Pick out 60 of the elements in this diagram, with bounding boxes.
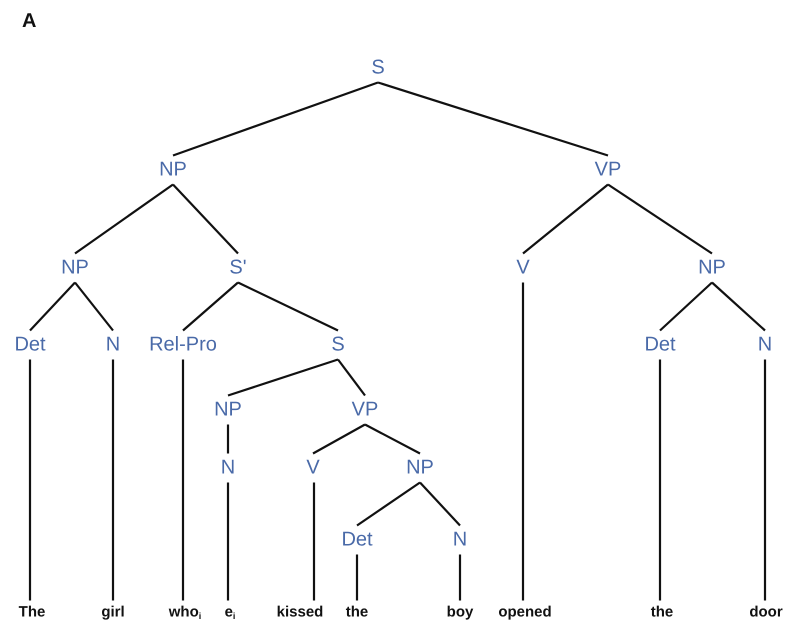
tree-branch [711, 282, 766, 332]
tree-branch [764, 360, 766, 600]
category-label: N [220, 456, 236, 480]
word: door [749, 603, 783, 621]
word: the [346, 603, 368, 621]
tree-branch [74, 184, 174, 254]
tree-branch [312, 482, 316, 600]
tree-branch [419, 482, 461, 526]
word: girl [101, 603, 125, 621]
category-label: V [306, 456, 320, 480]
category-label: Rel-Pro [149, 334, 217, 356]
category-label: Det [644, 334, 676, 356]
word: e$_{i}$ [224, 603, 236, 621]
category-label: NP [159, 158, 187, 182]
tree-branch [172, 81, 378, 157]
word: The [18, 603, 46, 621]
word: who$_{i}$ [168, 603, 202, 621]
word: the [650, 603, 674, 621]
tree-branch [172, 184, 239, 254]
tree-branch [659, 282, 713, 332]
category-label: NP [214, 398, 242, 422]
tree-branch [112, 360, 114, 600]
tree-branch [182, 360, 184, 600]
tree-branch [522, 184, 609, 254]
tree-branch [226, 424, 230, 454]
category-label: VP [594, 158, 622, 182]
category-label: Det [14, 334, 46, 356]
tree-branch [356, 554, 358, 600]
category-label: S [371, 56, 385, 80]
tree-branch [29, 282, 76, 332]
tree-branch [522, 282, 524, 600]
tree-branch [364, 424, 421, 454]
category-label: S' [229, 256, 247, 280]
word: boy [446, 603, 474, 621]
category-label: N [758, 334, 772, 356]
tree-branch [458, 554, 462, 600]
tree-branch [312, 424, 366, 454]
tree-branch [226, 482, 230, 600]
tree-branch [658, 360, 662, 600]
word: kissed [276, 603, 324, 621]
category-label: V [516, 256, 530, 280]
tree-branch [337, 358, 366, 396]
panel-letter: A [22, 10, 36, 33]
tree-branch [238, 282, 338, 332]
tree-branch [378, 81, 608, 157]
category-label: N [452, 528, 468, 552]
tree-branch [28, 360, 32, 600]
tree-branch [228, 358, 338, 397]
category-label: S [331, 334, 345, 356]
tree-branch [182, 282, 239, 332]
word: opened [498, 603, 552, 621]
category-label: NP [698, 256, 726, 280]
category-label: N [106, 334, 120, 356]
category-label: NP [406, 456, 434, 480]
tree-branch [74, 282, 114, 332]
category-label: VP [352, 398, 378, 422]
tree-branch [356, 482, 421, 526]
category-label: NP [61, 256, 89, 280]
tree-branch [607, 184, 713, 254]
category-label: Det [341, 528, 373, 552]
